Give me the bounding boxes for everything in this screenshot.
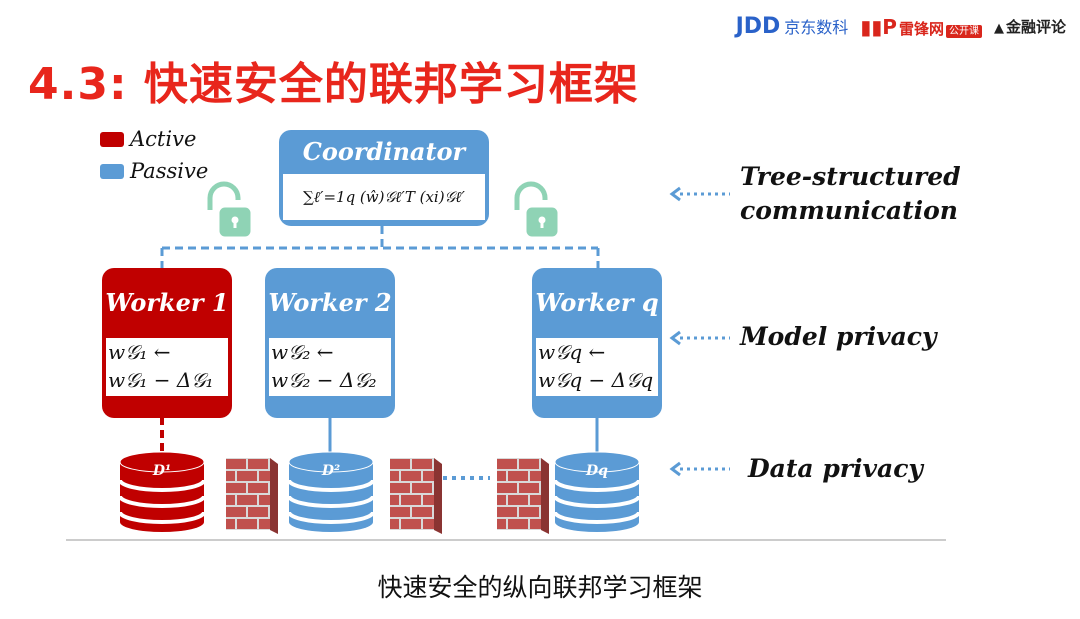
triangle-icon: ▲ xyxy=(993,21,1004,36)
worker-box-2: Worker 2 w𝒢₂ ← w𝒢₂ − Δ𝒢₂ xyxy=(265,268,395,418)
page-title: 4.3: 快速安全的联邦学习框架 xyxy=(28,59,639,110)
tree-label-line1: Tree-structured xyxy=(740,162,961,191)
arrow-icon xyxy=(669,461,730,477)
worker-label: Worker 1 xyxy=(105,288,229,317)
jinrong-logo-text: 金融评论 xyxy=(1005,18,1066,36)
arrow-icon xyxy=(669,186,730,202)
tree-label-line2: communication xyxy=(740,196,958,225)
worker-update-line2: w𝒢q − Δ𝒢q xyxy=(538,368,654,392)
legend-item-passive: Passive xyxy=(100,159,208,183)
coordinator-box: Coordinator ∑ℓ′=1q (ŵ)𝒢ℓ′T (xi)𝒢ℓ′ xyxy=(279,130,489,226)
database-icon xyxy=(287,451,375,532)
worker-update-line1: w𝒢₁ ← xyxy=(108,340,171,364)
jinrong-logo: ▲金融评论 xyxy=(994,16,1066,37)
legend-item-active: Active xyxy=(100,127,196,151)
worker-update-line2: w𝒢₂ − Δ𝒢₂ xyxy=(271,368,377,392)
jdd-logo-cn: 京东数科 xyxy=(784,18,849,37)
worker-box-1: Worker 1 w𝒢₁ ← w𝒢₁ − Δ𝒢₁ xyxy=(102,268,232,418)
worker-label: Worker 2 xyxy=(268,288,392,317)
data-privacy-label: Data privacy xyxy=(748,454,923,483)
worker-update-line1: w𝒢₂ ← xyxy=(271,340,334,364)
legend-swatch-active xyxy=(100,131,124,147)
unlock-icon xyxy=(514,181,558,237)
worker-box-q: Worker q w𝒢q ← w𝒢q − Δ𝒢q xyxy=(532,268,662,418)
data-label-q: Dq xyxy=(585,463,608,479)
legend-swatch-passive xyxy=(100,163,124,179)
unlock-icon xyxy=(207,181,251,237)
leifeng-logo-text: 雷锋网 xyxy=(898,19,944,38)
coordinator-formula: ∑ℓ′=1q (ŵ)𝒢ℓ′T (xi)𝒢ℓ′ xyxy=(283,174,485,220)
firewall-icon xyxy=(390,458,442,534)
legend-label-active: Active xyxy=(130,127,197,151)
model-privacy-label: Model privacy xyxy=(740,322,937,351)
worker-update-line1: w𝒢q ← xyxy=(538,340,606,364)
firewall-icon xyxy=(497,458,549,534)
tree-communication-label: Tree-structured communication xyxy=(740,160,961,228)
coordinator-label: Coordinator xyxy=(302,137,466,166)
database-icon xyxy=(118,451,206,532)
figure-caption: 快速安全的纵向联邦学习框架 xyxy=(377,573,703,602)
worker-label: Worker q xyxy=(535,288,659,317)
leifeng-icon: ▮▮P xyxy=(860,14,897,39)
leifeng-badge: 公开课 xyxy=(945,24,982,38)
arrow-icon xyxy=(669,330,730,346)
legend-label-passive: Passive xyxy=(130,159,209,183)
data-label-2: D² xyxy=(321,463,340,479)
data-label-1: D¹ xyxy=(152,463,171,479)
jdd-logo-text: JDD xyxy=(735,14,781,39)
database-icon xyxy=(553,451,641,532)
tree-connection xyxy=(160,226,600,270)
worker-update-line2: w𝒢₁ − Δ𝒢₁ xyxy=(108,368,214,392)
firewall-icon xyxy=(226,458,278,534)
